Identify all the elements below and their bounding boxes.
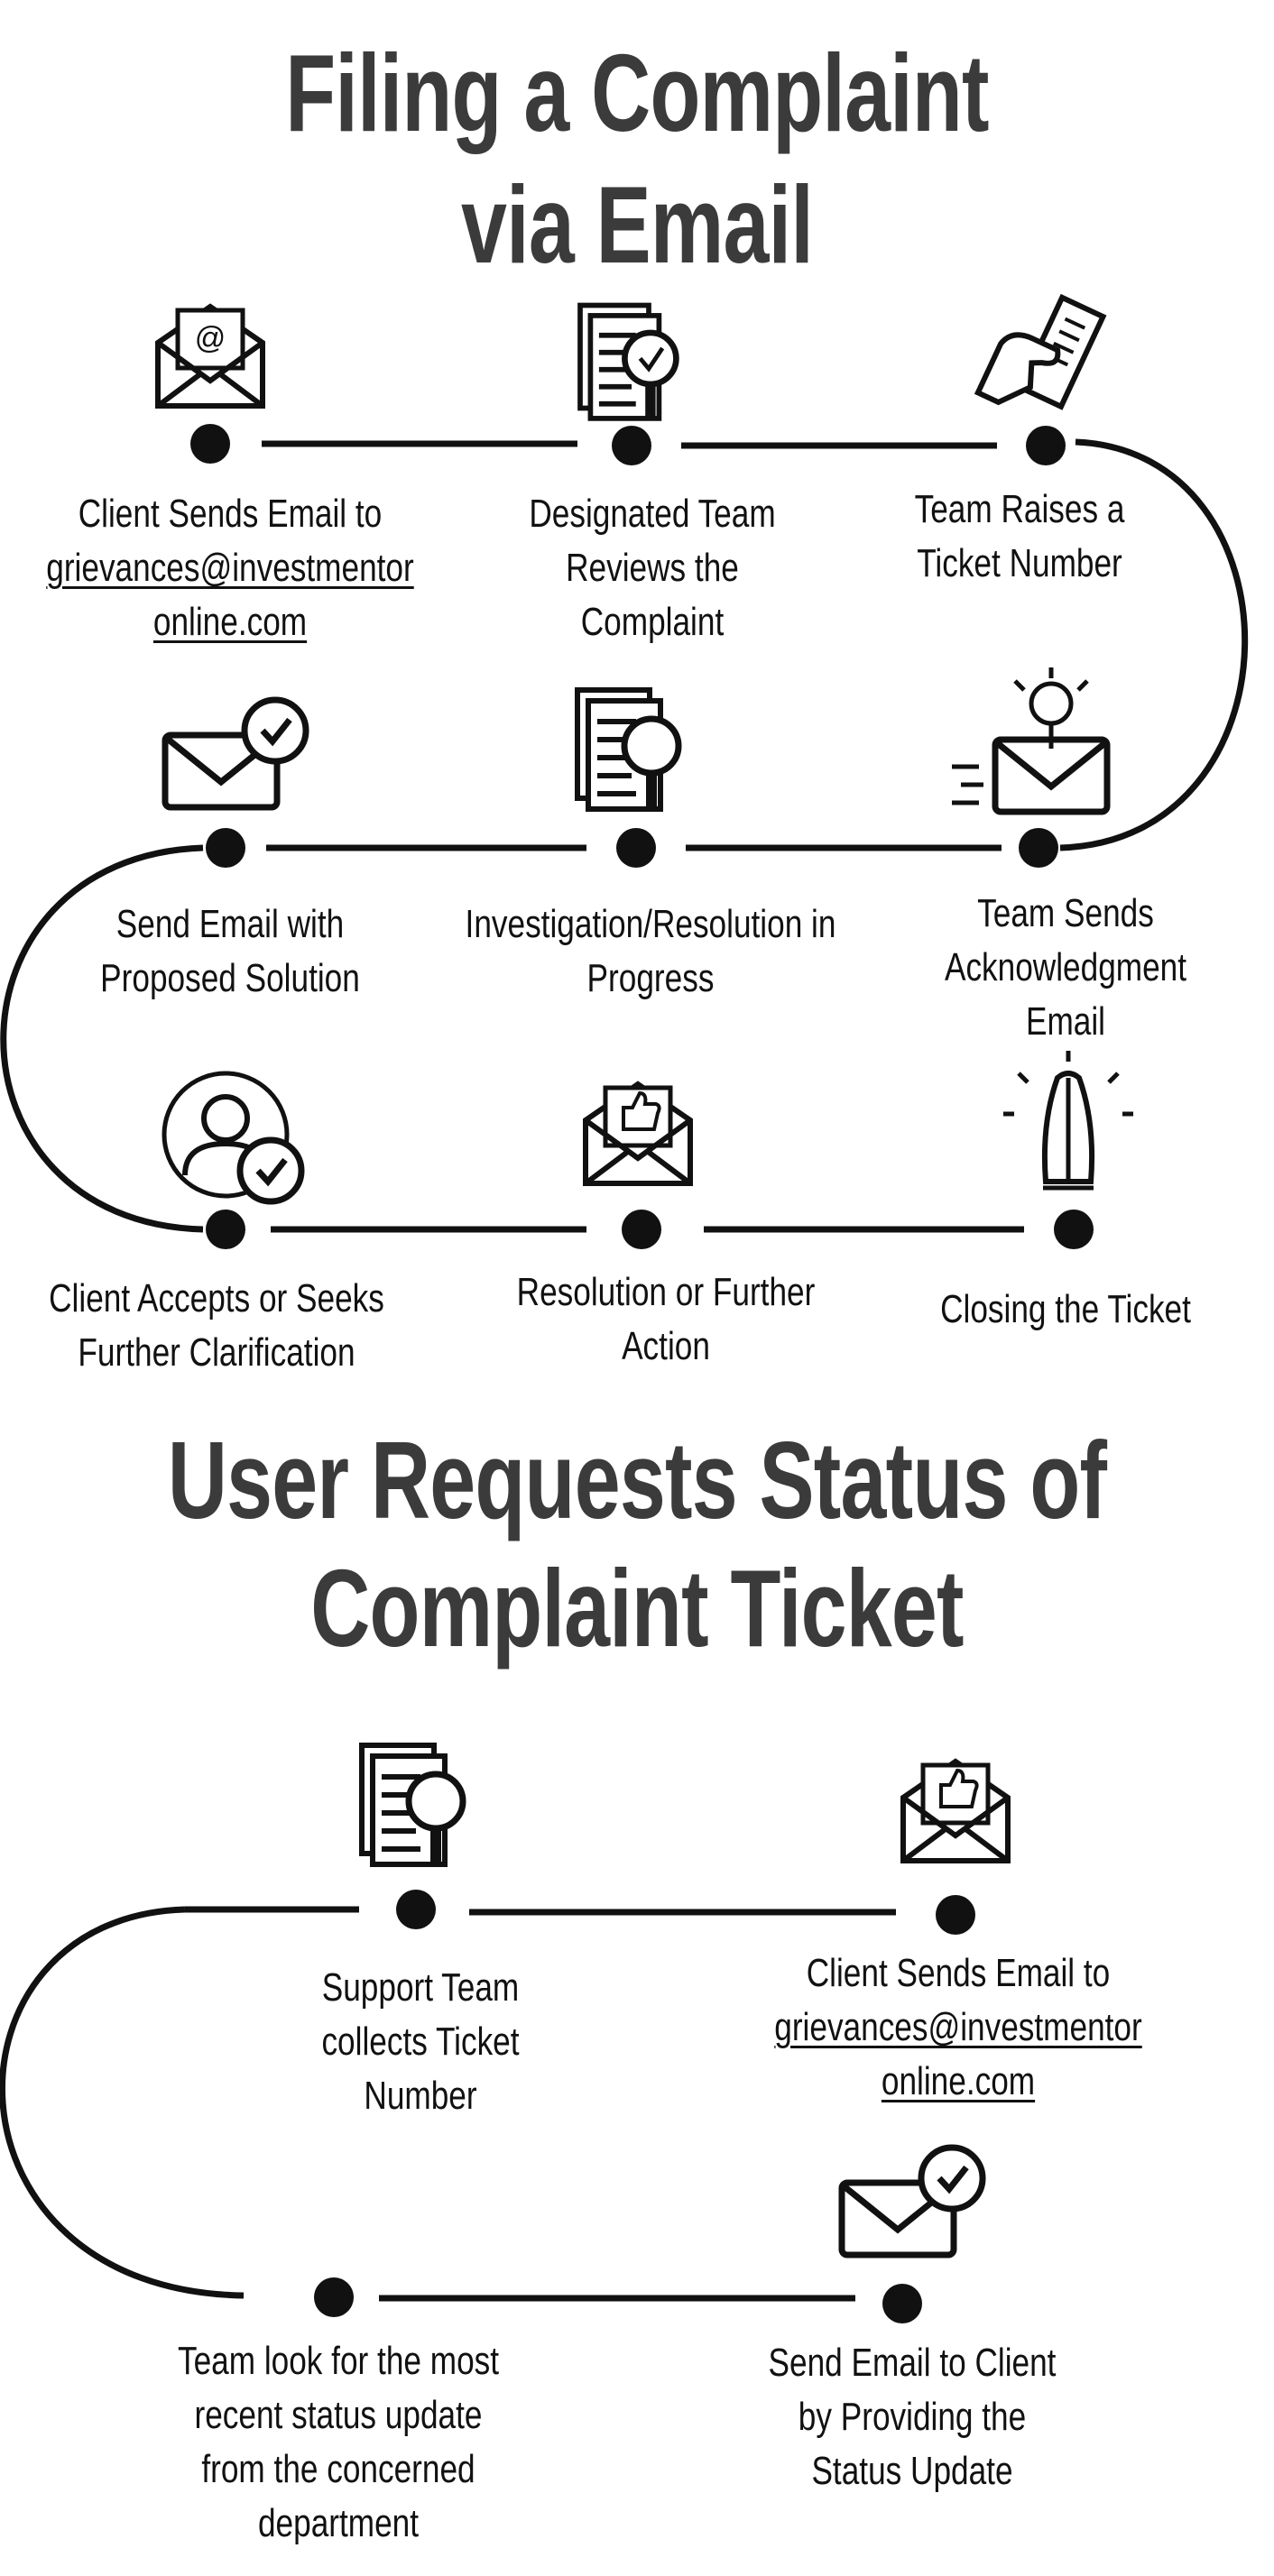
label-line: Team Sends bbox=[977, 891, 1154, 935]
step-dot bbox=[190, 424, 230, 464]
svg-text:@: @ bbox=[195, 321, 226, 355]
email-check-icon bbox=[842, 2148, 983, 2255]
label-line: Team Raises a bbox=[914, 487, 1125, 531]
connector-arc bbox=[0, 844, 204, 1233]
label-line: Closing the Ticket bbox=[940, 1287, 1191, 1331]
email-link[interactable]: grievances@investmentor bbox=[774, 2005, 1142, 2049]
email-link[interactable]: online.com bbox=[152, 600, 308, 644]
step-label-resolution: Resolution or Further Action bbox=[517, 1265, 816, 1374]
label-line: Client Accepts or Seeks bbox=[49, 1276, 384, 1320]
label-line: Further Clarification bbox=[78, 1330, 355, 1375]
step-label-acknowledgment: Team Sends Acknowledgment Email bbox=[945, 887, 1186, 1049]
label-line: from the concerned bbox=[201, 2447, 475, 2491]
label-line: Email bbox=[1025, 999, 1106, 1044]
step-dot bbox=[622, 1210, 661, 1249]
step-dot bbox=[936, 1895, 975, 1935]
step-dot bbox=[396, 1890, 436, 1929]
document-search-icon bbox=[362, 1745, 463, 1864]
step-label-client-sends-email: Client Sends Email to grievances@investm… bbox=[46, 487, 413, 649]
label-line: Status Update bbox=[811, 2449, 1013, 2493]
email-link[interactable]: grievances@investmentor bbox=[46, 546, 414, 590]
label-line: Acknowledgment bbox=[944, 945, 1187, 989]
step-label-send-status: Send Email to Client by Providing the St… bbox=[769, 2336, 1057, 2498]
label-line: Proposed Solution bbox=[100, 956, 360, 1000]
connectors-section1 bbox=[0, 438, 1249, 1233]
label-line: collects Ticket bbox=[321, 2019, 520, 2064]
step-dot bbox=[616, 828, 656, 868]
label-line: Client Sends Email to bbox=[806, 1951, 1111, 1995]
email-thumbs-up-icon bbox=[586, 1084, 690, 1183]
step-dot bbox=[612, 426, 651, 465]
document-review-icon bbox=[580, 306, 676, 419]
label-line: Client Sends Email to bbox=[78, 492, 383, 536]
step-dot bbox=[1026, 426, 1066, 465]
step-label-support-collects: Support Team collects Ticket Number bbox=[321, 1961, 519, 2123]
label-line: Support Team bbox=[321, 1965, 520, 2010]
praying-hands-icon bbox=[1003, 1051, 1133, 1191]
step-label-status-lookup: Team look for the most recent status upd… bbox=[178, 2334, 499, 2551]
step-dot bbox=[882, 2284, 922, 2323]
label-line: by Providing the bbox=[798, 2395, 1027, 2439]
label-line: Send Email to Client bbox=[768, 2341, 1057, 2385]
label-line: Team look for the most bbox=[177, 2339, 500, 2383]
step-label-team-reviews: Designated Team Reviews the Complaint bbox=[529, 487, 775, 649]
step-dot bbox=[206, 828, 245, 868]
step-label-closing: Closing the Ticket bbox=[940, 1283, 1191, 1337]
email-thumbs-up-icon bbox=[903, 1762, 1008, 1861]
label-line: Number bbox=[364, 2074, 477, 2118]
hand-ticket-icon bbox=[974, 293, 1107, 410]
step-label-client-accepts: Client Accepts or Seeks Further Clarific… bbox=[49, 1272, 384, 1380]
dots-section1 bbox=[190, 424, 1094, 1249]
connectors-section2 bbox=[0, 1906, 896, 2302]
email-send-idea-icon bbox=[952, 667, 1107, 812]
section1-title-line1: Filing a Complaint bbox=[285, 32, 989, 154]
document-search-icon bbox=[577, 690, 679, 809]
section1-title-line2: via Email bbox=[461, 163, 814, 286]
label-line: Send Email with bbox=[115, 902, 345, 946]
step-dot bbox=[206, 1210, 245, 1249]
label-line: Action bbox=[622, 1324, 710, 1368]
label-line: Investigation/Resolution in bbox=[465, 902, 836, 946]
user-check-icon bbox=[162, 1071, 301, 1201]
step-dot bbox=[314, 2277, 354, 2317]
dots-section2 bbox=[314, 1890, 975, 2323]
connector-arc bbox=[1059, 438, 1249, 851]
label-line: Designated Team bbox=[529, 492, 776, 536]
label-line: Ticket Number bbox=[917, 541, 1122, 585]
label-line: recent status update bbox=[194, 2393, 483, 2437]
email-check-icon bbox=[165, 700, 306, 807]
connector-arc bbox=[0, 1906, 245, 2299]
label-line: Resolution or Further bbox=[516, 1270, 816, 1314]
email-at-icon: @ bbox=[158, 307, 263, 406]
step-label-investigation: Investigation/Resolution in Progress bbox=[466, 897, 836, 1006]
step-label-proposed-solution: Send Email with Proposed Solution bbox=[100, 897, 360, 1006]
step-label-client-sends-email-status: Client Sends Email to grievances@investm… bbox=[774, 1946, 1141, 2109]
step-dot bbox=[1054, 1210, 1094, 1249]
label-line: department bbox=[257, 2501, 420, 2545]
step-label-raise-ticket: Team Raises a Ticket Number bbox=[915, 483, 1125, 591]
label-line: Progress bbox=[586, 956, 715, 1000]
email-link[interactable]: online.com bbox=[881, 2059, 1036, 2103]
section2-title-line2: Complaint Ticket bbox=[310, 1547, 964, 1670]
label-line: Complaint bbox=[580, 600, 725, 644]
section2-title-line1: User Requests Status of bbox=[167, 1419, 1107, 1541]
step-dot bbox=[1019, 828, 1058, 868]
label-line: Reviews the bbox=[566, 546, 739, 590]
